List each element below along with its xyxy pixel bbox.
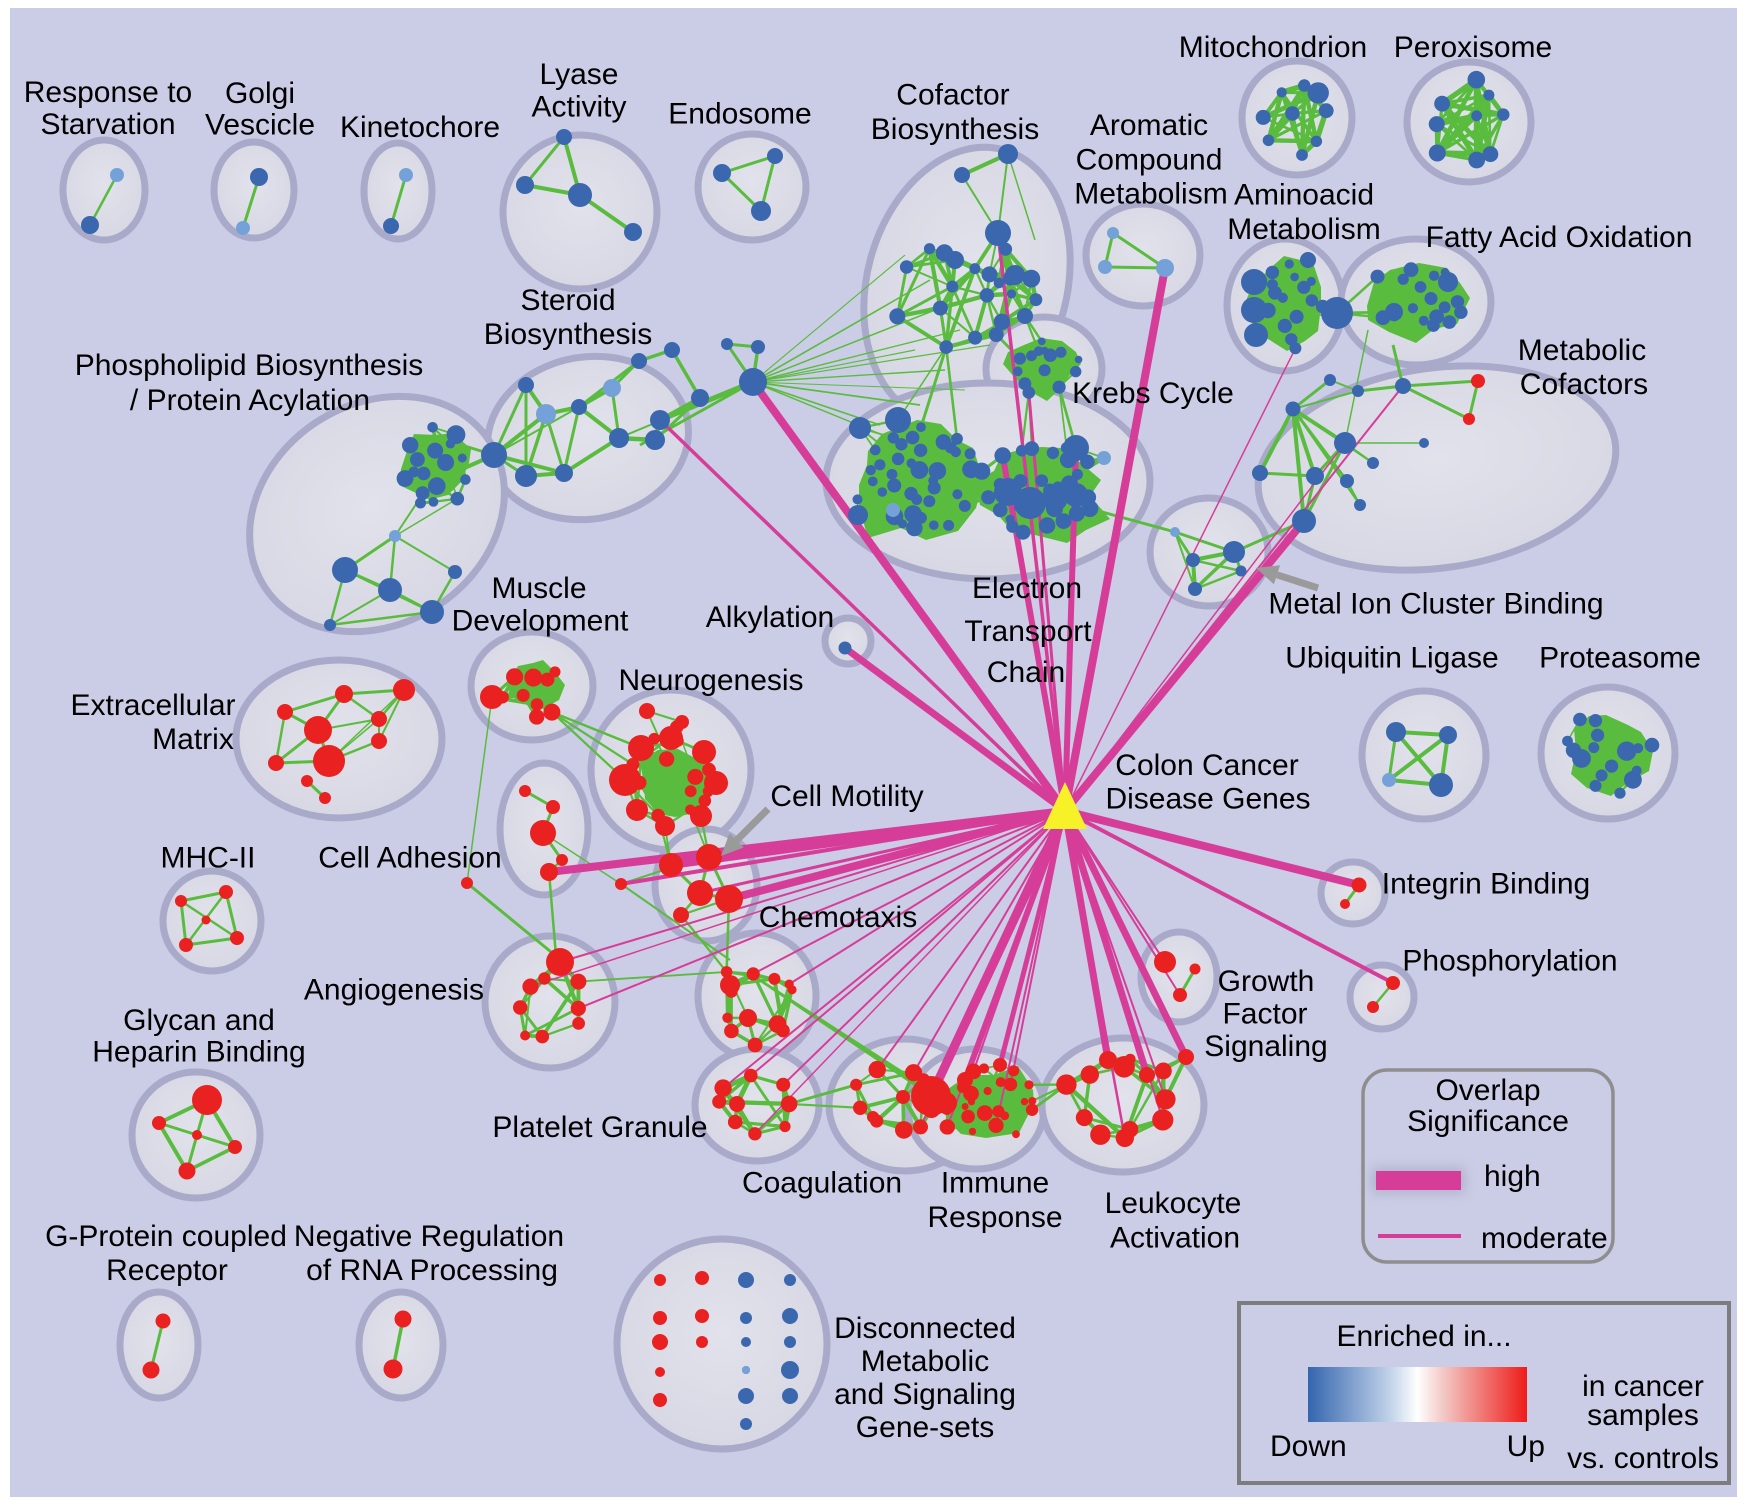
svg-text:Lyase: Lyase — [540, 58, 619, 91]
svg-text:Endosome: Endosome — [668, 98, 811, 131]
svg-text:Transport: Transport — [964, 615, 1092, 648]
svg-text:and Signaling: and Signaling — [834, 1378, 1016, 1411]
svg-text:Activation: Activation — [1110, 1222, 1240, 1255]
svg-text:high: high — [1484, 1160, 1541, 1193]
svg-text:Metabolic: Metabolic — [1518, 334, 1646, 367]
svg-text:MHC-II: MHC-II — [161, 842, 256, 875]
svg-text:Chain: Chain — [987, 656, 1065, 689]
svg-text:G-Protein coupled: G-Protein coupled — [45, 1220, 287, 1253]
svg-text:Gene-sets: Gene-sets — [856, 1411, 994, 1444]
svg-text:Activity: Activity — [531, 91, 626, 124]
svg-text:Factor: Factor — [1222, 998, 1307, 1031]
svg-text:vs. controls: vs. controls — [1567, 1442, 1719, 1475]
svg-text:Cell Adhesion: Cell Adhesion — [318, 842, 501, 875]
svg-text:moderate: moderate — [1481, 1222, 1608, 1255]
svg-text:Phospholipid Biosynthesis: Phospholipid Biosynthesis — [75, 349, 424, 382]
svg-text:Steroid: Steroid — [520, 284, 615, 317]
svg-text:Peroxisome: Peroxisome — [1394, 31, 1552, 64]
svg-text:Up: Up — [1507, 1430, 1545, 1463]
svg-text:/ Protein Acylation: / Protein Acylation — [130, 384, 370, 417]
svg-text:Metabolism: Metabolism — [1074, 178, 1227, 211]
svg-text:Growth: Growth — [1218, 965, 1315, 998]
svg-text:Down: Down — [1270, 1430, 1347, 1463]
svg-text:Starvation: Starvation — [40, 108, 175, 141]
svg-text:Extracellular: Extracellular — [70, 689, 235, 722]
svg-text:Mitochondrion: Mitochondrion — [1179, 31, 1367, 64]
svg-text:Biosynthesis: Biosynthesis — [871, 113, 1039, 146]
svg-text:Muscle: Muscle — [491, 572, 586, 605]
svg-text:Proteasome: Proteasome — [1539, 642, 1701, 675]
svg-text:Matrix: Matrix — [152, 723, 234, 756]
svg-text:Disease Genes: Disease Genes — [1105, 783, 1310, 816]
svg-text:Angiogenesis: Angiogenesis — [304, 974, 484, 1007]
svg-text:Neurogenesis: Neurogenesis — [618, 664, 803, 697]
svg-text:Disconnected: Disconnected — [834, 1312, 1016, 1345]
svg-text:Krebs Cycle: Krebs Cycle — [1072, 377, 1234, 410]
svg-text:Phosphorylation: Phosphorylation — [1402, 945, 1617, 978]
svg-text:Cofactor: Cofactor — [896, 79, 1009, 112]
svg-text:Aminoacid: Aminoacid — [1234, 179, 1374, 212]
svg-text:Metal Ion Cluster Binding: Metal Ion Cluster Binding — [1268, 588, 1603, 621]
svg-text:Development: Development — [452, 605, 629, 638]
svg-text:Metabolic: Metabolic — [861, 1345, 989, 1378]
svg-text:of RNA Processing: of RNA Processing — [306, 1254, 558, 1287]
svg-text:Integrin Binding: Integrin Binding — [1382, 868, 1590, 901]
svg-text:Coagulation: Coagulation — [742, 1167, 902, 1200]
svg-text:Ubiquitin Ligase: Ubiquitin Ligase — [1285, 642, 1498, 675]
svg-text:Leukocyte: Leukocyte — [1105, 1187, 1242, 1220]
svg-text:Kinetochore: Kinetochore — [340, 111, 500, 144]
svg-text:Fatty Acid Oxidation: Fatty Acid Oxidation — [1426, 221, 1693, 254]
svg-text:Colon Cancer: Colon Cancer — [1115, 749, 1298, 782]
svg-text:Electron: Electron — [972, 572, 1082, 605]
svg-text:Significance: Significance — [1407, 1105, 1569, 1138]
svg-text:Biosynthesis: Biosynthesis — [484, 318, 652, 351]
svg-text:Overlap: Overlap — [1435, 1074, 1540, 1107]
svg-text:Platelet Granule: Platelet Granule — [492, 1111, 707, 1144]
svg-text:samples: samples — [1587, 1399, 1699, 1432]
svg-text:Immune: Immune — [941, 1167, 1049, 1200]
svg-text:Glycan and: Glycan and — [123, 1004, 275, 1037]
svg-text:Heparin Binding: Heparin Binding — [92, 1036, 305, 1069]
svg-text:Cofactors: Cofactors — [1520, 368, 1648, 401]
svg-text:Vescicle: Vescicle — [205, 109, 315, 142]
svg-text:Alkylation: Alkylation — [706, 601, 834, 634]
svg-text:Receptor: Receptor — [106, 1254, 228, 1287]
svg-text:Signaling: Signaling — [1204, 1030, 1327, 1063]
svg-text:Response to: Response to — [24, 76, 192, 109]
svg-text:Chemotaxis: Chemotaxis — [759, 901, 917, 934]
svg-text:Compound: Compound — [1076, 144, 1223, 177]
svg-text:Metabolism: Metabolism — [1227, 213, 1380, 246]
svg-text:Aromatic: Aromatic — [1090, 109, 1208, 142]
svg-text:Enriched in...: Enriched in... — [1336, 1320, 1511, 1353]
svg-text:Golgi: Golgi — [225, 77, 295, 110]
svg-text:Response: Response — [927, 1201, 1062, 1234]
svg-text:Negative Regulation: Negative Regulation — [294, 1220, 564, 1253]
svg-text:Cell Motility: Cell Motility — [770, 780, 923, 813]
